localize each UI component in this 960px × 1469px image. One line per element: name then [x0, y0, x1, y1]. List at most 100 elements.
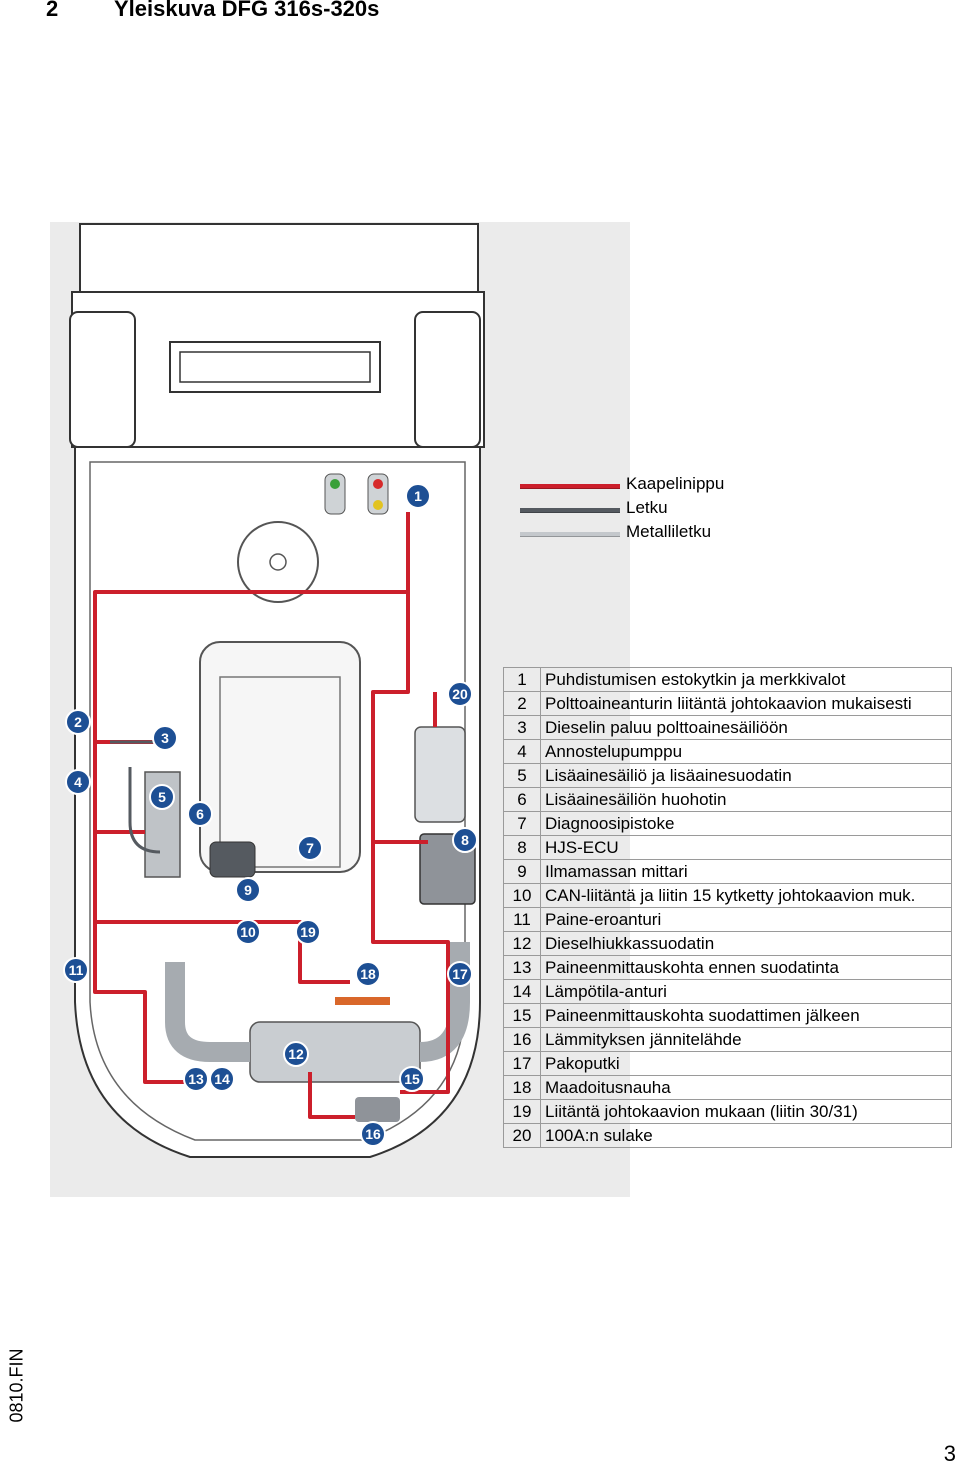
part-number: 3: [503, 715, 541, 740]
callout-3: 3: [152, 725, 178, 751]
part-number: 5: [503, 763, 541, 788]
part-description: Annostelupumppu: [540, 739, 952, 764]
part-number: 11: [503, 907, 541, 932]
part-number: 1: [503, 667, 541, 692]
part-number: 19: [503, 1099, 541, 1124]
part-number: 14: [503, 979, 541, 1004]
page-header: 2 Yleiskuva DFG 316s-320s: [46, 0, 379, 22]
svg-text:14: 14: [214, 1071, 230, 1087]
callout-14: 14: [209, 1066, 235, 1092]
svg-text:10: 10: [240, 924, 256, 940]
callout-7: 7: [297, 835, 323, 861]
part-number: 7: [503, 811, 541, 836]
svg-text:9: 9: [244, 882, 252, 898]
callout-12: 12: [283, 1041, 309, 1067]
part-number: 13: [503, 955, 541, 980]
callout-17: 17: [447, 961, 473, 987]
svg-text:1: 1: [414, 488, 422, 504]
callout-2: 2: [65, 709, 91, 735]
part-description: CAN-liitäntä ja liitin 15 kytketty johto…: [540, 883, 952, 908]
page-title: Yleiskuva DFG 316s-320s: [114, 0, 380, 21]
part-description: Liitäntä johtokaavion mukaan (liitin 30/…: [540, 1099, 952, 1124]
legend-swatch: [520, 484, 620, 489]
legend-label: Letku: [626, 498, 668, 517]
part-description: Diagnoosipistoke: [540, 811, 952, 836]
part-number: 17: [503, 1051, 541, 1076]
svg-text:6: 6: [196, 806, 204, 822]
callout-18: 18: [355, 961, 381, 987]
svg-text:7: 7: [306, 840, 314, 856]
callout-4: 4: [65, 769, 91, 795]
part-description: Ilmamassan mittari: [540, 859, 952, 884]
svg-text:17: 17: [452, 966, 468, 982]
part-number: 18: [503, 1075, 541, 1100]
callout-8: 8: [452, 827, 478, 853]
svg-text:19: 19: [300, 924, 316, 940]
part-number: 4: [503, 739, 541, 764]
part-number: 15: [503, 1003, 541, 1028]
part-number: 8: [503, 835, 541, 860]
svg-text:8: 8: [461, 832, 469, 848]
callout-11: 11: [63, 957, 89, 983]
section-number: 2: [46, 0, 59, 21]
callout-9: 9: [235, 877, 261, 903]
forklift-topview-diagram: 1 2 3 4 5 6 7 8 9 10 11 12 13 14 15 16 1…: [50, 222, 630, 1197]
svg-text:3: 3: [161, 730, 169, 746]
svg-text:16: 16: [365, 1126, 381, 1142]
svg-text:2: 2: [74, 714, 82, 730]
part-description: Dieselhiukkassuodatin: [540, 931, 952, 956]
callout-10: 10: [235, 919, 261, 945]
svg-text:20: 20: [452, 686, 468, 702]
part-description: Lämpötila-anturi: [540, 979, 952, 1004]
legend-label: Kaapelinippu: [626, 474, 725, 493]
part-number: 16: [503, 1027, 541, 1052]
svg-text:13: 13: [188, 1071, 204, 1087]
part-description: Paineenmittauskohta ennen suodatinta: [540, 955, 952, 980]
part-number: 9: [503, 859, 541, 884]
part-number: 6: [503, 787, 541, 812]
callout-20: 20: [447, 681, 473, 707]
legend-label: Metalliletku: [626, 522, 712, 541]
part-number: 10: [503, 883, 541, 908]
part-description: Dieselin paluu polttoainesäiliöön: [540, 715, 952, 740]
page-number: 3: [943, 1441, 956, 1466]
svg-text:12: 12: [288, 1046, 304, 1062]
svg-text:5: 5: [158, 789, 166, 805]
legend-swatch: [520, 508, 620, 513]
svg-text:11: 11: [69, 962, 84, 978]
part-number: 2: [503, 691, 541, 716]
part-description: Lämmityksen jännitelähde: [540, 1027, 952, 1052]
part-description: Paineenmittauskohta suodattimen jälkeen: [540, 1003, 952, 1028]
part-description: Paine-eroanturi: [540, 907, 952, 932]
part-number: 12: [503, 931, 541, 956]
part-number: 20: [503, 1123, 541, 1148]
callout-19: 19: [295, 919, 321, 945]
svg-text:18: 18: [360, 966, 376, 982]
svg-text:15: 15: [404, 1071, 420, 1087]
document-number: 0810.FIN: [6, 1348, 27, 1423]
callout-13: 13: [183, 1066, 209, 1092]
part-description: Maadoitusnauha: [540, 1075, 952, 1100]
part-description: Puhdistumisen estokytkin ja merkkivalot: [540, 667, 952, 692]
part-description: 100A:n sulake: [540, 1123, 952, 1148]
callout-1: 1: [405, 483, 431, 509]
part-description: Pakoputki: [540, 1051, 952, 1076]
part-description: Lisäainesäiliön huohotin: [540, 787, 952, 812]
